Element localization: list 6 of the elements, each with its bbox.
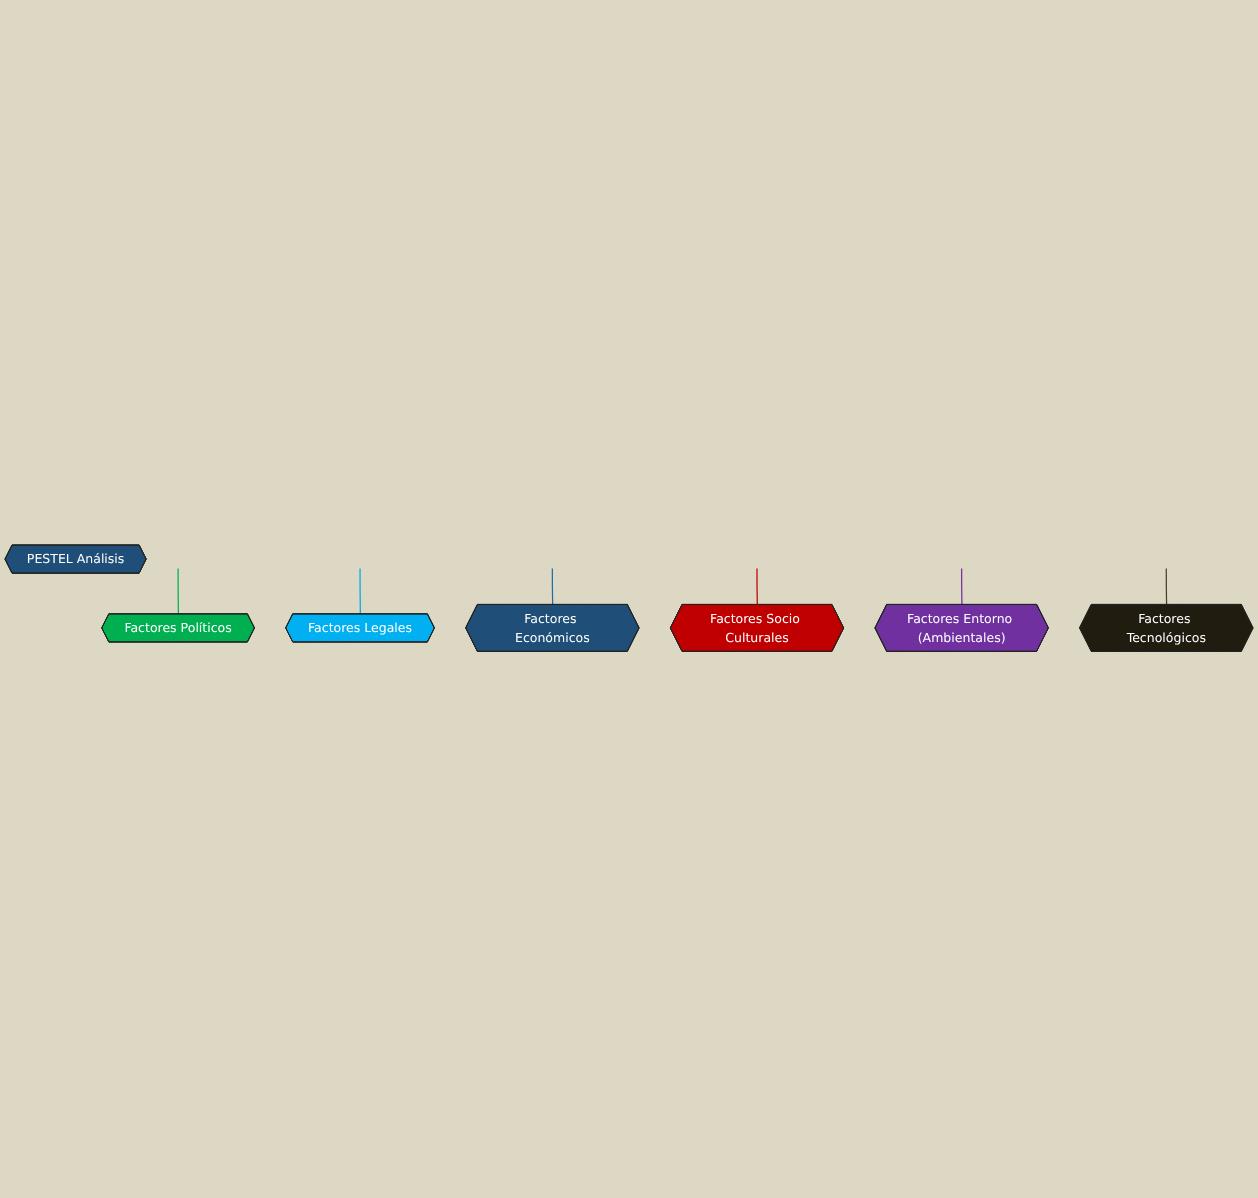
connector bbox=[1165, 568, 1168, 607]
connector bbox=[961, 568, 963, 607]
connector bbox=[177, 568, 180, 616]
connector bbox=[359, 568, 361, 616]
connector bbox=[756, 568, 758, 607]
connector bbox=[551, 568, 554, 607]
